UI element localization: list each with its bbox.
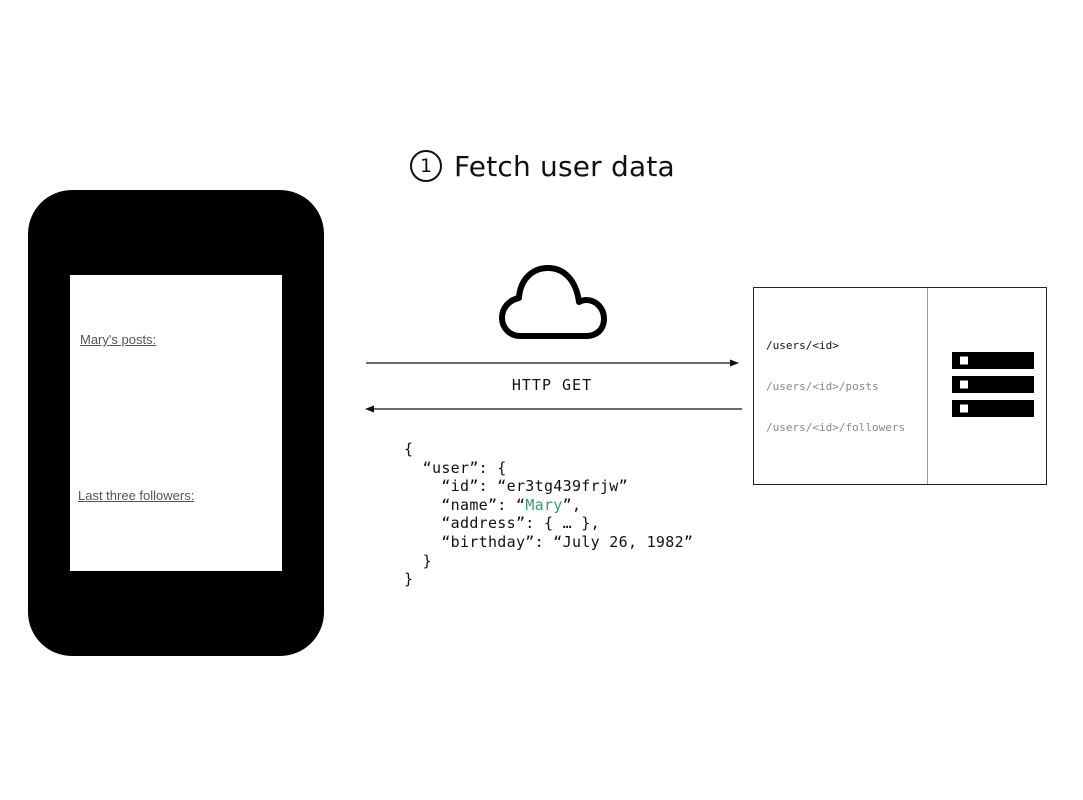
endpoint-followers: /users/<id>/followers <box>766 421 906 434</box>
cloud-icon <box>499 265 607 339</box>
json-line: } <box>404 570 414 589</box>
json-line: } <box>404 551 432 570</box>
step-number-badge: 1 <box>410 150 442 182</box>
phone-device: Mary's posts: Last three followers: <box>28 190 324 656</box>
request-arrow <box>366 359 739 367</box>
followers-label: Last three followers: <box>78 488 195 503</box>
json-line: “user”: { <box>404 458 507 477</box>
json-name-prefix: “name”: “ <box>404 495 526 514</box>
json-line: “birthday”: “July 26, 1982” <box>404 532 694 551</box>
posts-label: Mary's posts: <box>80 332 157 347</box>
json-line: “id”: “er3tg439frjw” <box>404 477 628 496</box>
title-text: Fetch user data <box>454 149 675 183</box>
server-divider <box>927 288 928 484</box>
diagram-title: 1 Fetch user data <box>410 146 675 186</box>
json-line: “address”: { … }, <box>404 514 600 533</box>
json-line: { <box>404 440 414 458</box>
endpoint-posts: /users/<id>/posts <box>766 380 879 393</box>
server-rack-icon <box>952 352 1034 417</box>
json-response: { “user”: { “id”: “er3tg439frjw” “name”:… <box>404 440 693 589</box>
server-box: /users/<id> /users/<id>/posts /users/<id… <box>753 287 1047 485</box>
json-name-suffix: ”, <box>562 495 582 514</box>
json-line-name: “name”: “Mary”, <box>404 496 693 515</box>
json-name-value: Mary <box>525 495 563 514</box>
response-arrow <box>365 405 742 413</box>
step-number: 1 <box>419 154 433 177</box>
endpoint-user: /users/<id> <box>766 339 839 352</box>
phone-screen: Mary's posts: Last three followers: <box>70 275 282 571</box>
http-method-label: HTTP GET <box>511 376 593 394</box>
